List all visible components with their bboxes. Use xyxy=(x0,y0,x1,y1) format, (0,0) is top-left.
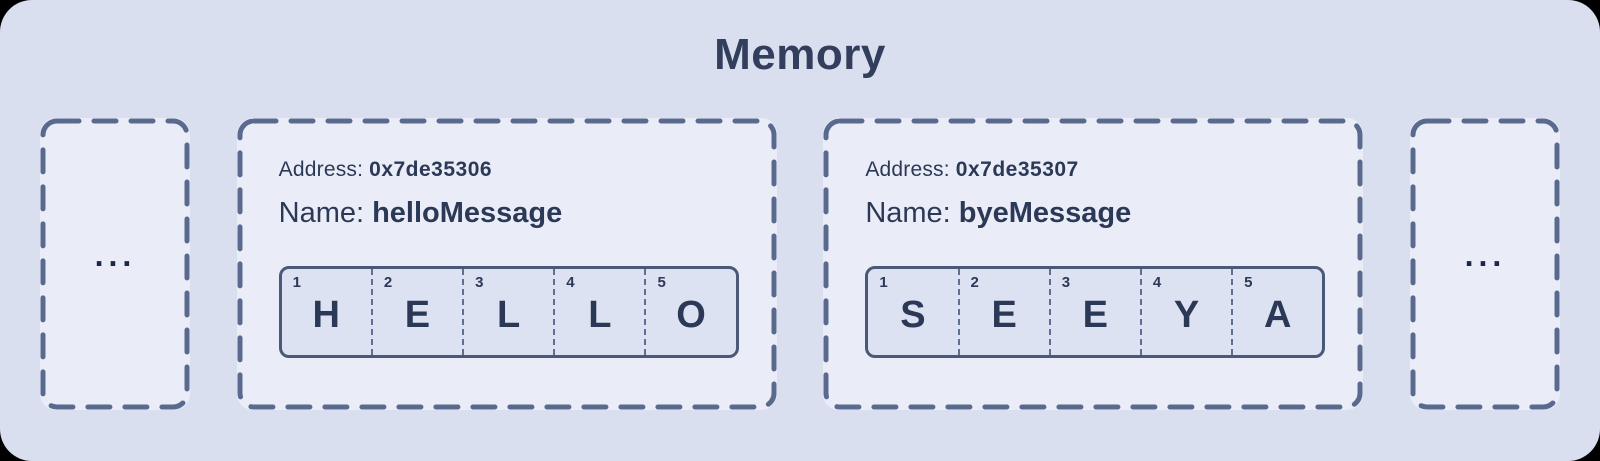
name-label: Name: xyxy=(278,197,365,229)
address-line: Address:0x7de35307 xyxy=(865,158,1325,182)
address-line: Address:0x7de35306 xyxy=(279,158,739,182)
memory-slot-left-ellipsis: ... xyxy=(40,118,190,410)
cell-char: L xyxy=(497,293,521,336)
cell-char: O xyxy=(676,293,706,336)
name-line: Name:helloMessage xyxy=(279,197,739,230)
memory-block-hello-message: Address:0x7de35306 Name:helloMessage 1 H… xyxy=(236,118,777,410)
address-label: Address: xyxy=(278,158,364,181)
cell-index: 3 xyxy=(475,274,484,291)
char-cell: 1 H xyxy=(282,269,373,355)
memory-block-bye-message: Address:0x7de35307 Name:byeMessage 1 S 2… xyxy=(823,118,1364,410)
cell-index: 3 xyxy=(1061,274,1071,291)
memory-slot-right-ellipsis: ... xyxy=(1409,118,1560,410)
address-value: 0x7de35306 xyxy=(369,158,493,181)
cell-index: 1 xyxy=(879,274,888,291)
block-content: Address:0x7de35307 Name:byeMessage 1 S 2… xyxy=(865,158,1326,358)
cell-char: E xyxy=(404,293,431,336)
name-value: helloMessage xyxy=(372,197,563,229)
cell-char: A xyxy=(1264,293,1292,336)
char-cell: 5 O xyxy=(646,269,735,355)
memory-row: ... Address:0x7de35306 Name:helloMessage… xyxy=(40,118,1560,410)
char-cell: 4 Y xyxy=(1142,269,1234,355)
char-array: 1 H 2 E 3 L 4 L xyxy=(278,266,739,358)
cell-char: L xyxy=(588,293,612,336)
cell-char: E xyxy=(991,293,1017,336)
cell-index: 2 xyxy=(970,274,979,291)
name-value: byeMessage xyxy=(958,197,1132,229)
cell-char: H xyxy=(312,293,340,336)
cell-char: E xyxy=(1082,293,1108,336)
block-content: Address:0x7de35306 Name:helloMessage 1 H… xyxy=(278,158,739,358)
char-cell: 3 E xyxy=(1051,269,1142,355)
cell-index: 2 xyxy=(383,274,393,291)
ellipsis-right: ... xyxy=(1464,243,1506,273)
ellipsis-left: ... xyxy=(94,243,136,273)
cell-char: Y xyxy=(1173,293,1200,336)
cell-index: 4 xyxy=(1152,274,1162,291)
char-cell: 3 L xyxy=(464,269,556,355)
name-line: Name:byeMessage xyxy=(865,197,1325,230)
cell-index: 5 xyxy=(1244,274,1253,291)
char-cell: 2 E xyxy=(373,269,465,355)
diagram-title: Memory xyxy=(714,30,886,79)
address-label: Address: xyxy=(865,158,950,181)
char-array: 1 S 2 E 3 E 4 Y xyxy=(865,266,1326,358)
cell-index: 4 xyxy=(566,274,575,291)
address-value: 0x7de35307 xyxy=(955,158,1079,181)
cell-index: 1 xyxy=(292,274,301,291)
char-cell: 1 S xyxy=(868,269,960,355)
char-cell: 2 E xyxy=(960,269,1051,355)
cell-index: 5 xyxy=(657,274,666,291)
char-cell: 5 A xyxy=(1233,269,1322,355)
char-cell: 4 L xyxy=(555,269,647,355)
name-label: Name: xyxy=(865,197,951,229)
cell-char: S xyxy=(900,293,926,336)
